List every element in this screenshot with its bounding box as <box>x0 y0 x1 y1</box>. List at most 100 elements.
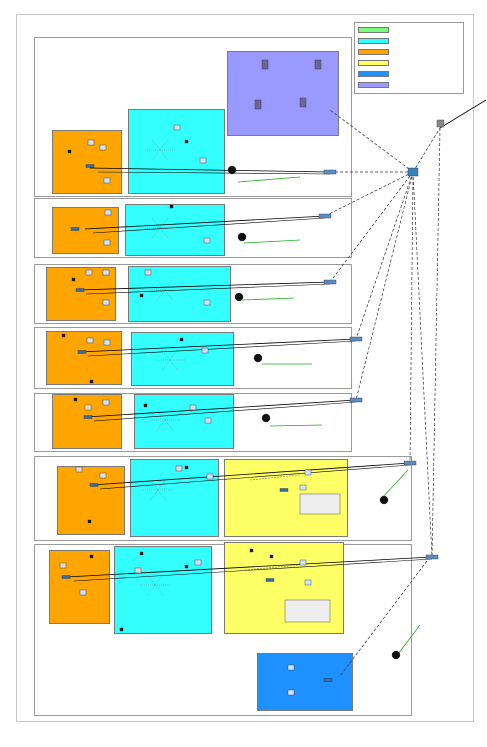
server-icon <box>314 59 322 70</box>
fan-icon <box>237 232 247 242</box>
floor-3-orange-zone <box>46 267 116 321</box>
fan-icon <box>261 413 271 423</box>
fan-icon <box>253 353 263 363</box>
sensor-icon <box>169 204 174 209</box>
router-icon <box>436 119 445 128</box>
yellow-zone-link <box>249 474 301 481</box>
legend-swatch <box>358 27 389 33</box>
pc-icon <box>102 399 110 406</box>
access-link <box>379 469 409 501</box>
fan-icon <box>379 495 389 505</box>
access-link <box>237 176 301 183</box>
floor-switch-icon <box>323 279 337 285</box>
trunk-link <box>97 171 331 175</box>
legend-swatch <box>358 71 389 77</box>
printer-icon <box>134 567 142 574</box>
sensor-icon <box>71 277 76 282</box>
access-point-icon <box>75 288 85 292</box>
cyan-zone-link <box>156 409 166 421</box>
access-point-icon <box>323 678 333 682</box>
pc-icon <box>203 237 211 244</box>
floor-7-blue-zone <box>257 653 353 711</box>
sensor-icon <box>179 337 184 342</box>
cyan-zone-link <box>159 139 169 151</box>
uplink-link <box>412 171 433 558</box>
uplink-link <box>324 171 414 217</box>
cyan-zone-link <box>164 409 174 421</box>
pc-icon <box>99 472 107 479</box>
floor-3-cyan-zone <box>128 266 231 322</box>
pc-icon <box>299 484 307 491</box>
floor-6-cyan-zone <box>130 459 219 537</box>
cyan-zone-link <box>154 584 164 596</box>
sensor-icon <box>89 379 94 384</box>
cyan-zone-link <box>146 574 156 586</box>
pc-icon <box>203 299 211 306</box>
cyan-zone-link <box>157 479 167 491</box>
air-conditioner-icon <box>284 599 331 623</box>
cyan-zone-link <box>161 349 171 361</box>
fan-icon <box>227 165 237 175</box>
pc-icon <box>103 339 111 346</box>
sensor-icon <box>184 564 189 569</box>
uplink-link <box>339 556 431 677</box>
pc-icon <box>199 157 207 164</box>
cyan-zone-link <box>161 359 171 371</box>
printer-icon <box>86 337 94 344</box>
sensor-icon <box>249 548 254 553</box>
pc-icon <box>79 589 87 596</box>
access-point-icon <box>61 575 71 579</box>
pc-icon <box>304 469 312 476</box>
floor-switch-icon <box>425 554 439 560</box>
floor-switch-icon <box>323 169 337 175</box>
floor-1-orange-zone <box>52 130 122 194</box>
server-icon <box>261 59 269 70</box>
floor-6-orange-zone <box>57 466 125 535</box>
pc-icon <box>194 559 202 566</box>
trunk-link <box>85 399 357 418</box>
core-switch-icon <box>407 167 419 177</box>
trunk-link <box>84 215 326 230</box>
uplink-link <box>355 171 414 340</box>
printer-icon <box>85 269 93 276</box>
sensor-icon <box>139 551 144 556</box>
sensor-icon <box>119 627 124 632</box>
cyan-zone-link <box>151 227 161 239</box>
pc-icon <box>206 473 214 480</box>
trunk-link <box>65 556 433 578</box>
trunk-link <box>92 217 326 234</box>
printer-icon <box>59 562 67 569</box>
wan-link <box>439 99 487 129</box>
cyan-zone-link <box>149 489 159 501</box>
sensor-icon <box>139 293 144 298</box>
sensor-icon <box>67 149 72 154</box>
access-link <box>243 239 301 244</box>
uplink-link <box>431 127 441 558</box>
trunk-link <box>93 401 357 422</box>
cyan-zone-link <box>154 574 164 586</box>
sensor-icon <box>184 465 189 470</box>
cyan-zone-link <box>159 227 169 239</box>
cyan-zone-link <box>149 479 159 491</box>
access-point-icon <box>85 164 95 168</box>
printer-icon <box>173 124 181 131</box>
access-point-icon <box>77 350 87 354</box>
fan-icon <box>391 650 401 660</box>
printer-icon <box>87 139 95 146</box>
access-point-icon <box>279 488 289 492</box>
cyan-zone-link <box>164 419 174 431</box>
floor-1-cyan-zone <box>128 109 225 194</box>
cyan-zone-link <box>169 359 179 371</box>
sensor-icon <box>61 333 66 338</box>
pc-icon <box>304 579 312 586</box>
sensor-icon <box>73 397 78 402</box>
cyan-zone-link <box>156 279 166 291</box>
trunk-link <box>77 281 331 291</box>
printer-icon <box>175 465 183 472</box>
pc-icon <box>299 559 307 566</box>
trunk-link <box>85 283 331 295</box>
floor-5-cyan-zone <box>134 394 234 449</box>
uplink-link <box>409 171 414 464</box>
trunk-link <box>91 462 411 486</box>
